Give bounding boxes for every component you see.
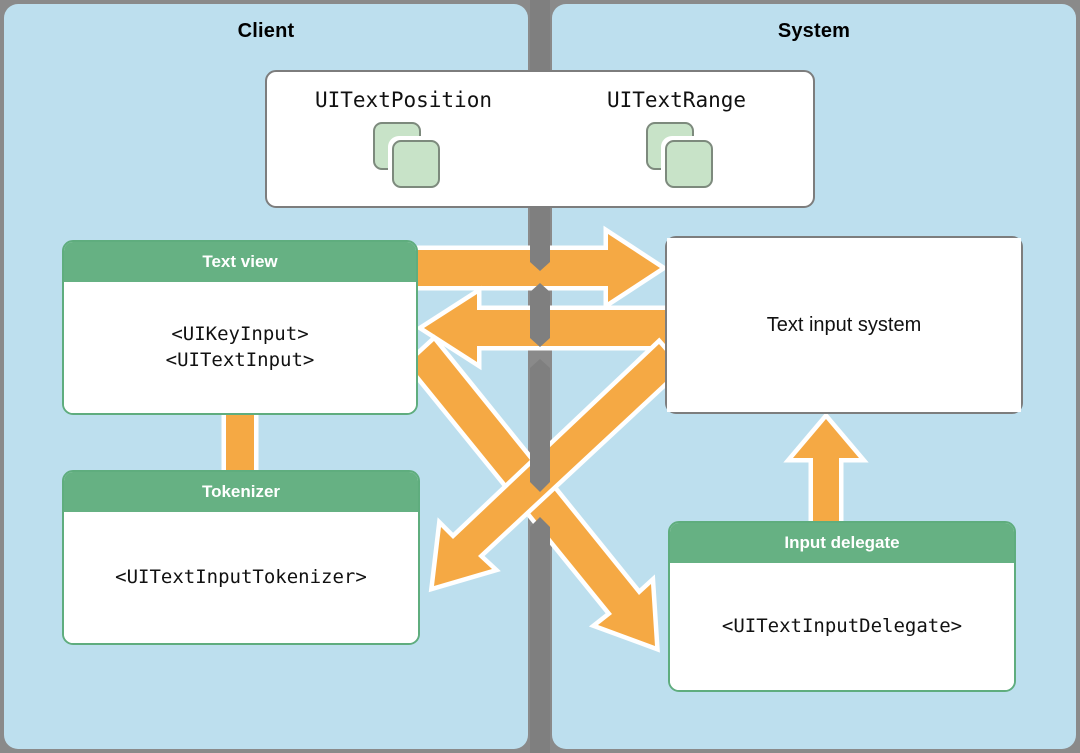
arrow-inputdelegate-to-textinputsystem (783, 412, 869, 532)
node-input-delegate-body: <UITextInputDelegate> (670, 563, 1014, 690)
protocol-uitextinput: <UITextInput> (165, 348, 315, 371)
node-text-input-system-body: Text input system (667, 238, 1021, 412)
connector-textview-to-tokenizer (221, 405, 259, 483)
node-text-view[interactable]: Text view <UIKeyInput> <UITextInput> (62, 240, 418, 415)
panel-client-title: Client (237, 20, 295, 42)
card-front-shape (664, 140, 713, 188)
type-uitextrange-label: UITextRange (606, 88, 747, 112)
node-input-delegate[interactable]: Input delegate <UITextInputDelegate> (668, 521, 1016, 692)
type-uitextposition[interactable]: UITextPosition (267, 72, 540, 206)
node-tokenizer[interactable]: Tokenizer <UITextInputTokenizer> (62, 470, 420, 645)
stacked-cards-icon (634, 122, 720, 188)
node-text-types[interactable]: UITextPosition UITextRange (265, 70, 815, 208)
node-text-view-body: <UIKeyInput> <UITextInput> (64, 282, 416, 413)
panel-system-title: System (777, 20, 851, 42)
arrow-textinputsystem-to-tokenizer (428, 337, 687, 593)
protocol-uikeyinput: <UIKeyInput> (171, 323, 309, 346)
stacked-cards-icon (361, 122, 447, 188)
node-text-input-system[interactable]: Text input system (665, 236, 1023, 414)
protocol-uitextinputtokenizer: <UITextInputTokenizer> (115, 565, 367, 588)
node-text-input-system-label: Text input system (766, 313, 922, 336)
card-front-shape (391, 140, 440, 188)
protocol-uitextinputdelegate: <UITextInputDelegate> (721, 614, 963, 637)
node-input-delegate-header: Input delegate (670, 523, 1014, 563)
type-uitextposition-label: UITextPosition (314, 88, 492, 112)
type-uitextrange[interactable]: UITextRange (540, 72, 813, 206)
node-tokenizer-body: <UITextInputTokenizer> (64, 512, 418, 643)
node-text-view-header: Text view (64, 242, 416, 282)
node-tokenizer-header: Tokenizer (64, 472, 418, 512)
